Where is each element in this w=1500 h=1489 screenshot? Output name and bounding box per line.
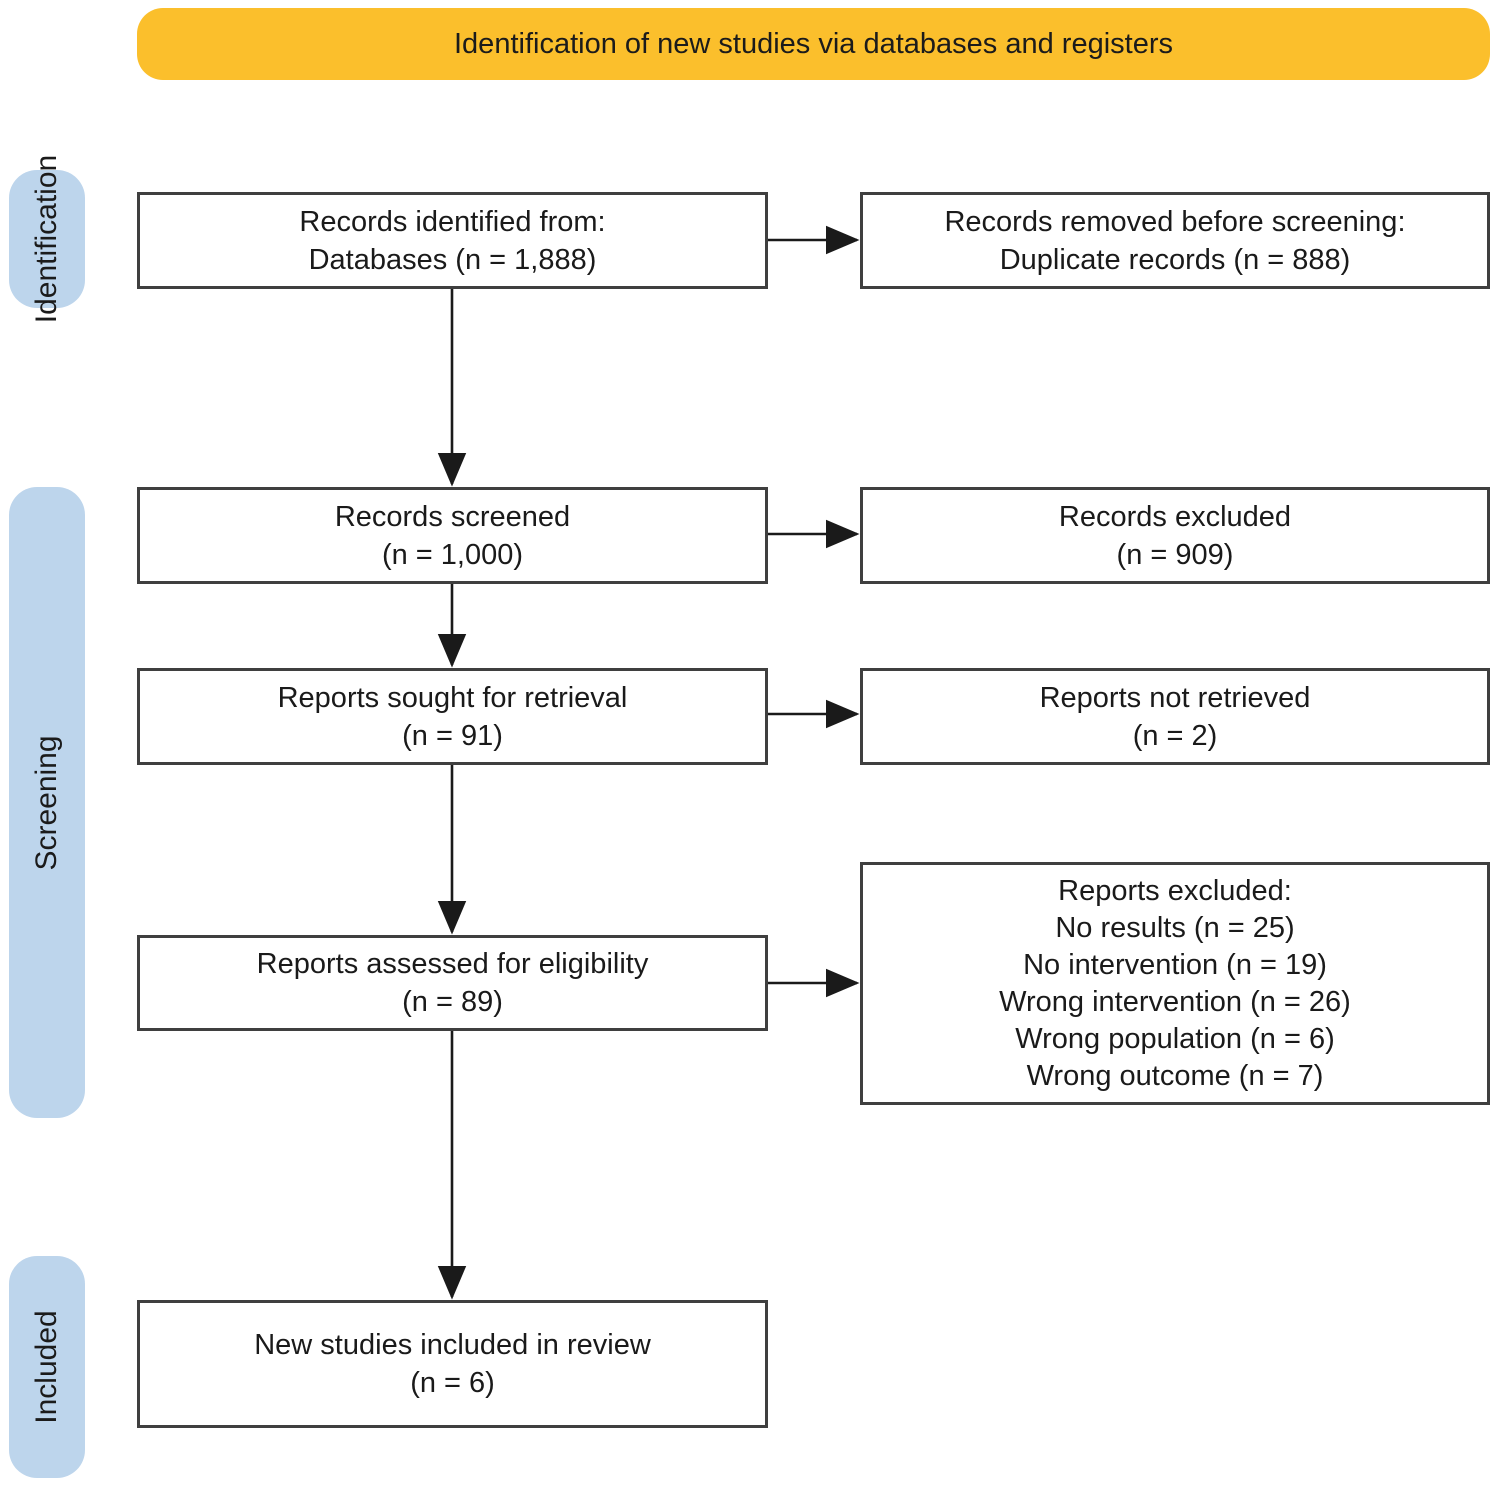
box-records-identified-line1: Records identified from: bbox=[299, 205, 606, 238]
box-reports-excluded-line2: No results (n = 25) bbox=[1055, 911, 1295, 944]
box-reports-assessed: Reports assessed for eligibility (n = 89… bbox=[137, 935, 768, 1031]
box-reports-sought-line2: (n = 91) bbox=[402, 719, 503, 752]
stage-pill-included: Included bbox=[9, 1256, 85, 1478]
box-records-identified-line2: Databases (n = 1,888) bbox=[308, 243, 597, 276]
box-records-removed-line1: Records removed before screening: bbox=[944, 205, 1406, 238]
box-reports-excluded-line6: Wrong outcome (n = 7) bbox=[1026, 1059, 1324, 1092]
title-banner-label: Identification of new studies via databa… bbox=[454, 27, 1173, 60]
box-records-removed-line2: Duplicate records (n = 888) bbox=[999, 243, 1351, 276]
box-records-excluded-line2: (n = 909) bbox=[1116, 538, 1234, 571]
box-reports-excluded-line3: No intervention (n = 19) bbox=[1023, 948, 1327, 981]
box-reports-excluded-line1: Reports excluded: bbox=[1058, 874, 1292, 907]
box-records-screened: Records screened (n = 1,000) bbox=[137, 487, 768, 584]
box-reports-excluded-line4: Wrong intervention (n = 26) bbox=[999, 985, 1351, 1018]
box-records-excluded-line1: Records excluded bbox=[1058, 500, 1292, 533]
box-reports-excluded: Reports excluded: No results (n = 25) No… bbox=[860, 862, 1490, 1105]
stage-pill-screening: Screening bbox=[9, 487, 85, 1118]
box-new-studies-included-line2: (n = 6) bbox=[410, 1367, 495, 1399]
box-records-removed: Records removed before screening: Duplic… bbox=[860, 192, 1490, 289]
box-reports-excluded-line5: Wrong population (n = 6) bbox=[1015, 1022, 1335, 1055]
title-banner: Identification of new studies via databa… bbox=[137, 8, 1490, 80]
box-reports-not-retrieved-line2: (n = 2) bbox=[1132, 719, 1218, 752]
stage-pill-identification: Identification bbox=[9, 155, 85, 323]
box-reports-not-retrieved: Reports not retrieved (n = 2) bbox=[860, 668, 1490, 765]
box-records-screened-line2: (n = 1,000) bbox=[381, 538, 524, 571]
box-reports-not-retrieved-line1: Reports not retrieved bbox=[1039, 681, 1311, 714]
box-records-identified: Records identified from: Databases (n = … bbox=[137, 192, 768, 289]
box-new-studies-included: New studies included in review (n = 6) bbox=[137, 1300, 768, 1428]
box-records-screened-line1: Records screened bbox=[334, 500, 571, 533]
box-reports-sought: Reports sought for retrieval (n = 91) bbox=[137, 668, 768, 765]
box-reports-assessed-line1: Reports assessed for eligibility bbox=[256, 948, 649, 980]
box-records-excluded: Records excluded (n = 909) bbox=[860, 487, 1490, 584]
box-reports-assessed-line2: (n = 89) bbox=[402, 986, 503, 1018]
box-reports-sought-line1: Reports sought for retrieval bbox=[277, 681, 628, 714]
box-new-studies-included-line1: New studies included in review bbox=[254, 1329, 651, 1361]
